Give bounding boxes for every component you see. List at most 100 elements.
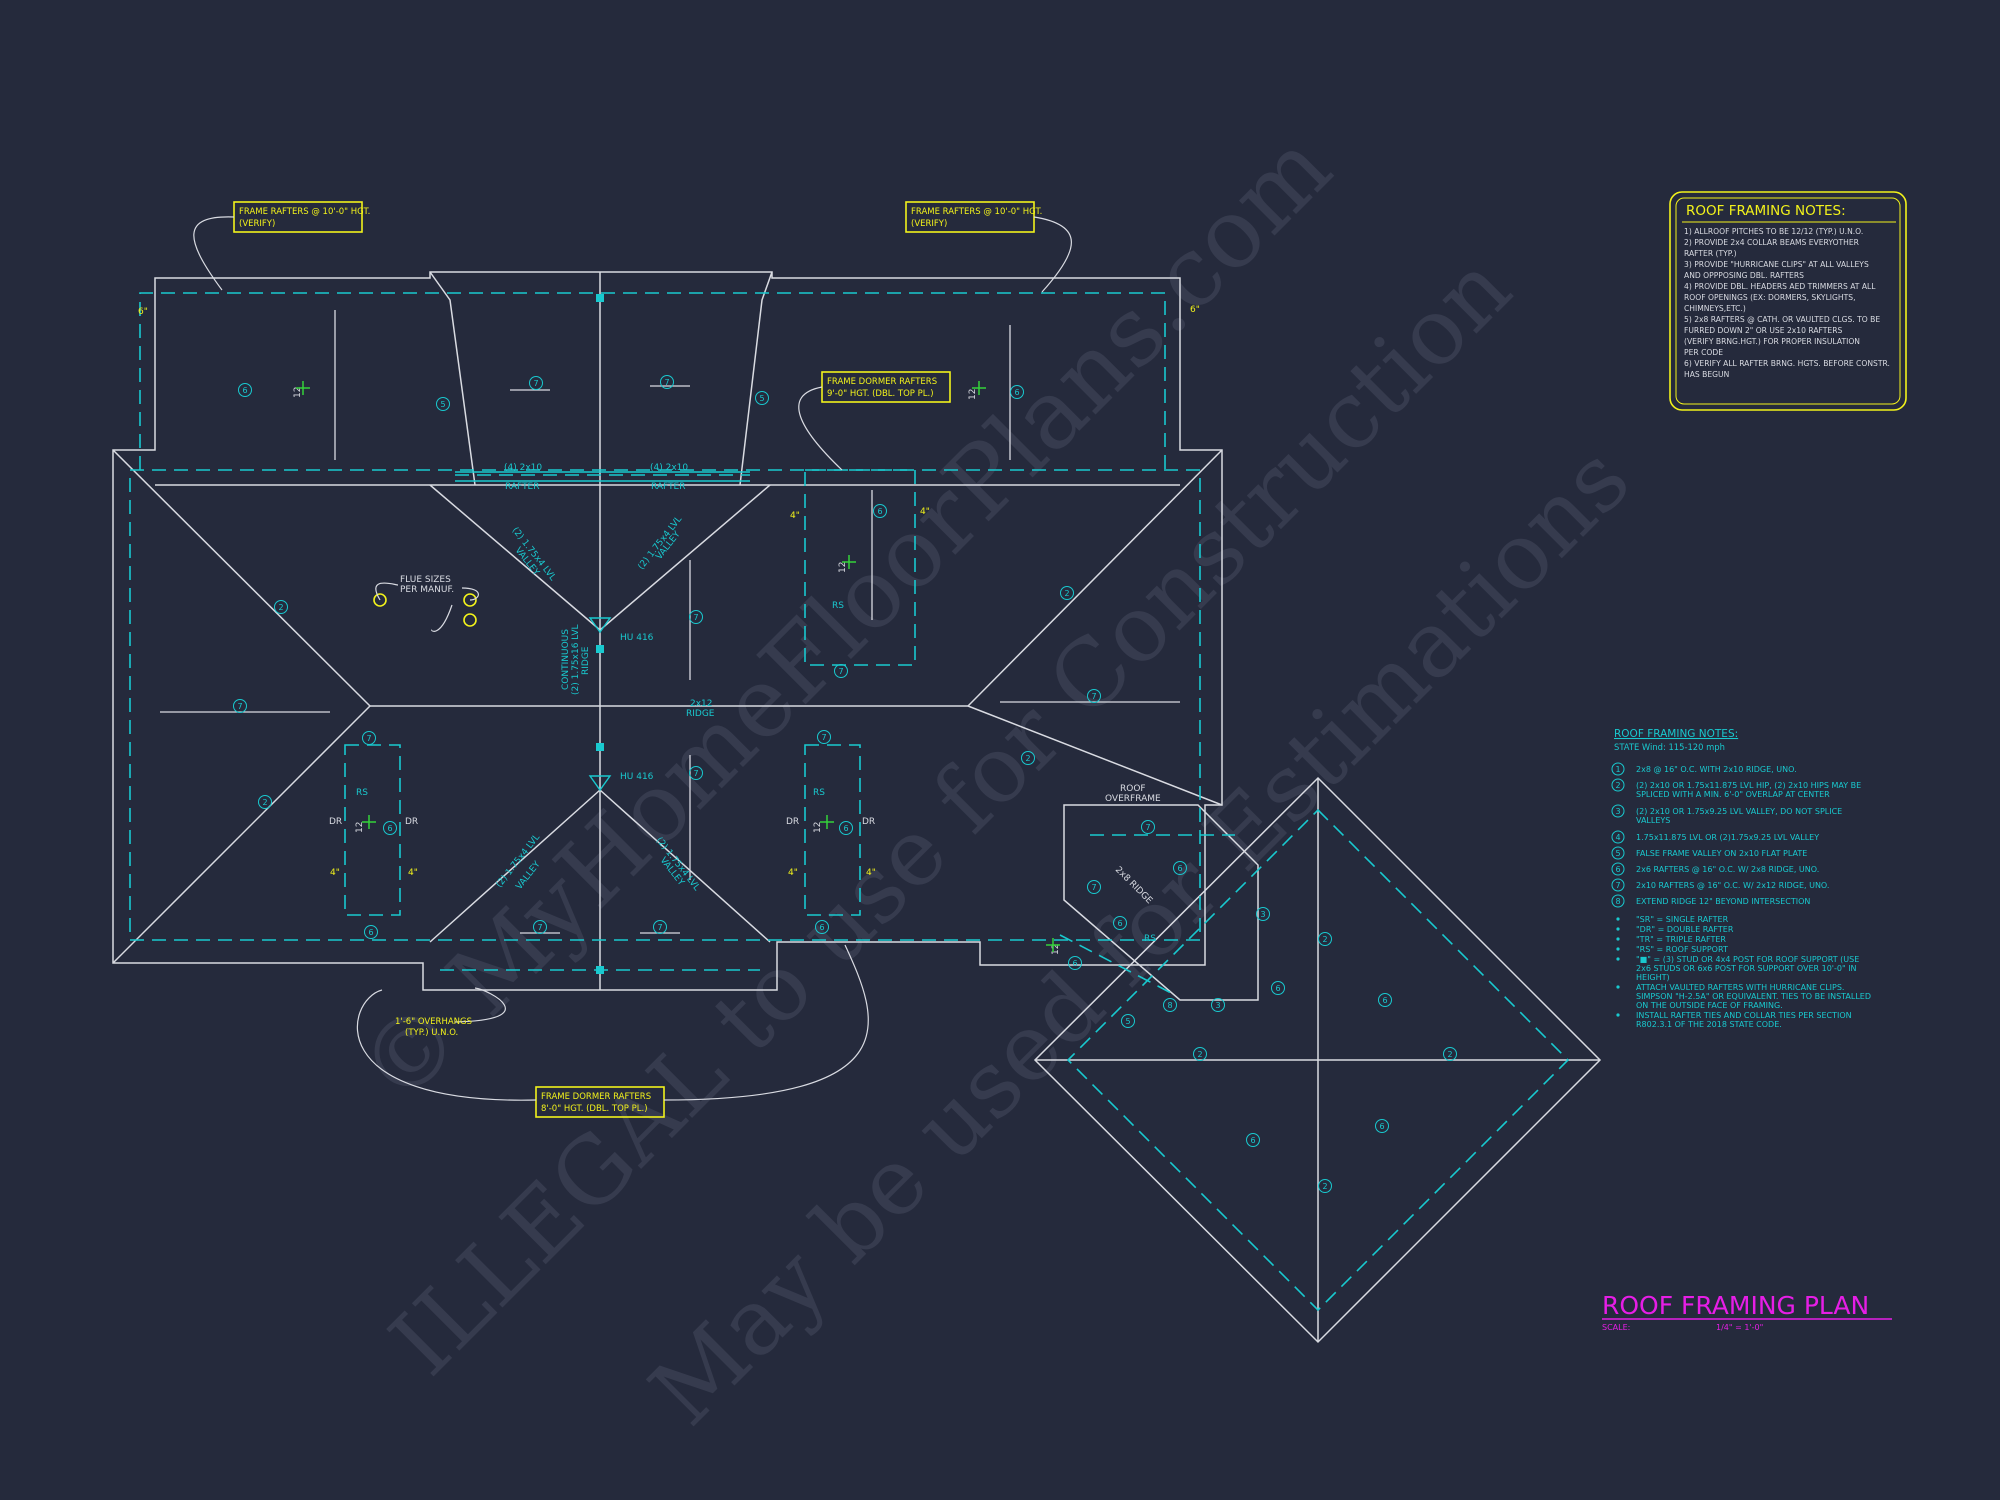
roof-overframe-box (1063, 804, 1259, 1001)
plan-title: ROOF FRAMING PLAN (1602, 1291, 1869, 1320)
legend-title: ROOF FRAMING NOTES: (1614, 728, 1738, 740)
valley-line-upper-right (599, 484, 771, 631)
legend-item-text: 1.75x11.875 LVL OR (2)1.75x9.25 LVL VALL… (1636, 833, 1819, 842)
hip-line-ne (967, 449, 1223, 707)
note-number: 2 (1322, 935, 1327, 944)
legend-bullet-text: "SR" = SINGLE RAFTER (1636, 915, 1729, 924)
note-number: 7 (693, 613, 698, 622)
notes-box-outer (1669, 191, 1907, 411)
flue-marker (463, 593, 477, 607)
note-number-circle (364, 925, 378, 939)
legend-number-circle (1611, 878, 1625, 892)
post-marker (596, 743, 604, 751)
note-number: 6 (387, 824, 392, 833)
flue-marker (373, 593, 387, 607)
note-number-circle (1087, 689, 1101, 703)
post-markers (596, 294, 604, 974)
leader-line (461, 587, 479, 601)
dormer-lower-line-1: FRAME DORMER RAFTERS (541, 1092, 651, 1102)
flue-label-line-2: PER MANUF. (400, 585, 454, 595)
legend-number: 6 (1615, 865, 1620, 874)
notes-item-line: 3) PROVIDE "HURRICANE CLIPS" AT ALL VALL… (1684, 260, 1869, 269)
pitch-dormer: 12 (838, 562, 848, 573)
rafter-arrows (160, 310, 1180, 934)
diamond-framing (1066, 808, 1570, 1312)
note-number: 2 (1197, 1050, 1202, 1059)
note-number: 7 (366, 734, 371, 743)
legend-bullet (1616, 1013, 1620, 1017)
legend-bullet (1616, 927, 1620, 931)
note-number-circle (233, 699, 247, 713)
note-number-circle (1443, 1047, 1457, 1061)
ridge-word-label: RIDGE (686, 709, 715, 719)
four-inch-d: 4" (408, 868, 418, 878)
note-number-circle (1271, 981, 1285, 995)
right-rafters-line-1: FRAME RAFTERS @ 10'-0" HGT. (911, 207, 1042, 217)
scale-value: 1/4" = 1'-0" (1716, 1323, 1763, 1332)
overframe-label-2: OVERFRAME (1105, 794, 1161, 804)
note-number-circle (834, 664, 848, 678)
note-number: 7 (1091, 692, 1096, 701)
note-number-circle (815, 920, 829, 934)
notes-items: 1) ALLROOF PITCHES TO BE 12/12 (TYP.) U.… (1684, 227, 1890, 379)
note-number: 6 (1014, 388, 1019, 397)
valley-line-lower-right (599, 789, 771, 943)
notes-item-line: HAS BEGUN (1684, 370, 1729, 379)
note-number: 2 (278, 603, 283, 612)
legend-number: 4 (1615, 833, 1620, 842)
note-number-circle (653, 920, 667, 934)
note-number-circle (873, 504, 887, 518)
callout-text: FRAME RAFTERS @ 10'-0" HGT. (VERIFY) FRA… (239, 207, 1042, 1114)
right-rafters-line-2: (VERIFY) (911, 219, 947, 229)
dr-left-b: DR (405, 817, 418, 827)
notes-item-line: ROOF OPENINGS (EX: DORMERS, SKYLIGHTS, (1684, 293, 1856, 302)
rafter-label-right: (4) 2x10 (650, 463, 688, 473)
note-number-circle (839, 821, 853, 835)
hanger-lower (588, 775, 612, 792)
legend-item-text: 2x10 RAFTERS @ 16" O.C. W/ 2x12 RIDGE, U… (1636, 881, 1829, 890)
legend-number-circle (1611, 804, 1625, 818)
note-number-circle (1141, 820, 1155, 834)
note-number-circle (689, 766, 703, 780)
rs-left-dormer: RS (356, 788, 368, 798)
post-marker (596, 294, 604, 302)
four-inch-a: 4" (790, 511, 800, 521)
top-plate-line (139, 292, 1166, 470)
upper-dormer-right-edge (739, 271, 773, 486)
pitch-center-dormer: 12 (813, 822, 823, 833)
legend-number: 3 (1615, 807, 1620, 816)
note-number-circle (755, 391, 769, 405)
note-number-circle (533, 920, 547, 934)
valley-line-lower-left (429, 789, 601, 943)
leader-line (193, 216, 235, 291)
four-inch-e: 4" (788, 868, 798, 878)
dormer-upper-line-2: 9'-0" HGT. (DBL. TOP PL.) (827, 389, 934, 399)
notes-item-line: 5) 2x8 RAFTERS @ CATH. OR VAULTED CLGS. … (1684, 315, 1880, 324)
valley-line-upper-left (429, 484, 601, 631)
note-number: 6 (1072, 959, 1077, 968)
upper-dormer-left-edge (429, 271, 476, 486)
note-number-circle (660, 375, 674, 389)
legend-number: 8 (1615, 897, 1620, 906)
legend-item-text: (2) 2x10 OR 1.75x11.875 LVL HIP, (2) 2x1… (1636, 781, 1861, 790)
legend-item-text: FALSE FRAME VALLEY ON 2x10 FLAT PLATE (1636, 849, 1807, 858)
rs-center-dormer: RS (813, 788, 825, 798)
legend-number-circle (1611, 846, 1625, 860)
diamond-wing-outline (1033, 776, 1602, 1344)
note-number-circle (1211, 998, 1225, 1012)
note-number-circle (1163, 998, 1177, 1012)
note-number-circle (1378, 993, 1392, 1007)
note-number: 2 (1322, 1182, 1327, 1191)
note-number: 6 (1379, 1122, 1384, 1131)
pitch-marker (1046, 938, 1060, 952)
pitch-overframe: 12 (1051, 944, 1061, 955)
four-inch-f: 4" (866, 868, 876, 878)
leader-line (375, 582, 399, 601)
rs-upper-dormer: RS (832, 601, 844, 611)
rs-overframe: RS (1144, 934, 1156, 944)
legend-item-text: VALLEYS (1636, 816, 1670, 825)
dormer-box-center (804, 744, 861, 916)
legend-number-circle (1611, 762, 1625, 776)
notes-item-line: PER CODE (1684, 348, 1723, 357)
left-rafters-line-1: FRAME RAFTERS @ 10'-0" HGT. (239, 207, 370, 217)
